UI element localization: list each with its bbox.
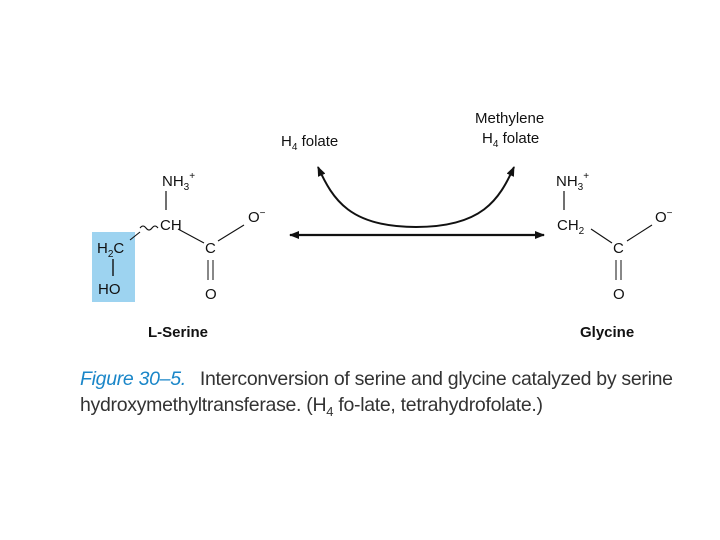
caption-text-1: Interconversion of serine and glycine ca… xyxy=(80,368,673,416)
serine-ca-cb-bond-line xyxy=(129,231,141,241)
glycine-carboxylate-oxygen: O− xyxy=(655,208,673,226)
cofactor-h4-folate: H4 folate xyxy=(281,133,338,153)
glycine-amino-group: NH3+ xyxy=(556,171,589,193)
glycine-c-o-single-bond xyxy=(626,224,653,242)
serine-side-chain-carbon: H2C xyxy=(97,240,124,260)
serine-carbonyl-oxygen: O xyxy=(205,286,217,303)
cofactor-methylene-h4-folate: H4 folate xyxy=(482,130,539,150)
glycine-name: Glycine xyxy=(580,324,634,341)
serine-alpha-carbon: CH xyxy=(160,217,182,234)
serine-hydroxyl: HO xyxy=(98,281,121,298)
serine-c-o-single-bond xyxy=(217,224,245,242)
caption-text-2: fo-late, tetrahydrofolate.) xyxy=(333,394,543,416)
cofactor-arrow-left xyxy=(317,166,417,228)
serine-carbonyl-carbon: C xyxy=(205,240,216,257)
glycine-alpha-carbon: CH2 xyxy=(557,217,585,237)
serine-carboxylate-oxygen: O− xyxy=(248,208,266,226)
glycine-ca-c-bond xyxy=(590,228,613,244)
cofactor-arrow-right xyxy=(415,166,515,228)
glycine-carbonyl-carbon: C xyxy=(613,240,624,257)
serine-ca-c-bond xyxy=(177,228,205,244)
cofactor-methylene-label: Methylene xyxy=(475,110,544,127)
serine-ca-cb-bond xyxy=(139,225,159,231)
caption-subscript: 4 xyxy=(326,403,334,419)
serine-name: L-Serine xyxy=(148,324,208,341)
figure-caption: Figure 30–5.Interconversion of serine an… xyxy=(80,366,680,425)
figure-number: Figure 30–5. xyxy=(80,368,186,390)
glycine-carbonyl-oxygen: O xyxy=(613,286,625,303)
serine-amino-group: NH3+ xyxy=(162,171,195,193)
